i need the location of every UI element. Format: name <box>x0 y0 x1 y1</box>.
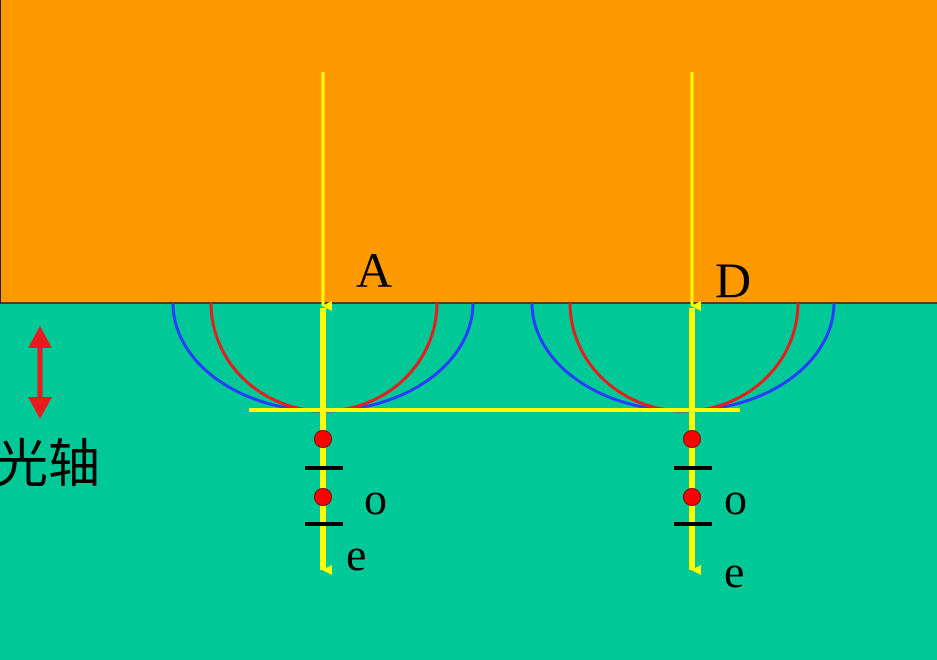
label-e-ray-left: e <box>346 529 366 580</box>
label-o-ray-right: o <box>724 473 747 524</box>
crystal-medium <box>0 303 937 660</box>
label-o-ray-left: o <box>364 473 387 524</box>
o-polarization-dot <box>314 430 332 448</box>
label-e-ray-right: e <box>724 546 744 597</box>
o-polarization-dot <box>683 430 701 448</box>
label-point-a: A <box>356 242 392 298</box>
label-point-d: D <box>715 252 751 308</box>
label-optic-axis: 光轴 <box>0 435 100 495</box>
o-polarization-dot <box>314 488 332 506</box>
o-polarization-dot <box>683 488 701 506</box>
upper-medium <box>0 0 937 303</box>
optic-axis-arrow <box>28 326 52 419</box>
